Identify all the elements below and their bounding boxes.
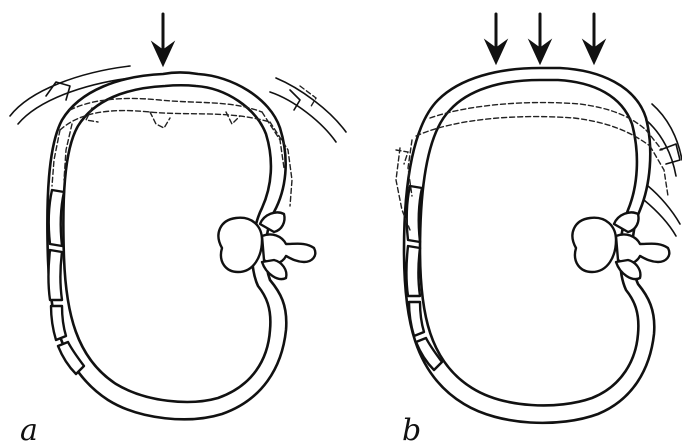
displaced-ribs-a <box>52 98 292 206</box>
down-arrow-icon <box>583 14 605 64</box>
down-arrow-icon <box>529 14 551 64</box>
down-arrow-icon <box>152 14 174 66</box>
panel-a-label: a <box>20 413 38 446</box>
down-arrow-icon <box>485 14 507 64</box>
vertebra <box>218 212 315 279</box>
panel-b: b <box>396 14 682 446</box>
panel-a: a <box>10 14 346 446</box>
costal-segments <box>407 186 443 370</box>
vertebra <box>572 212 669 279</box>
panel-b-label: b <box>402 413 421 446</box>
